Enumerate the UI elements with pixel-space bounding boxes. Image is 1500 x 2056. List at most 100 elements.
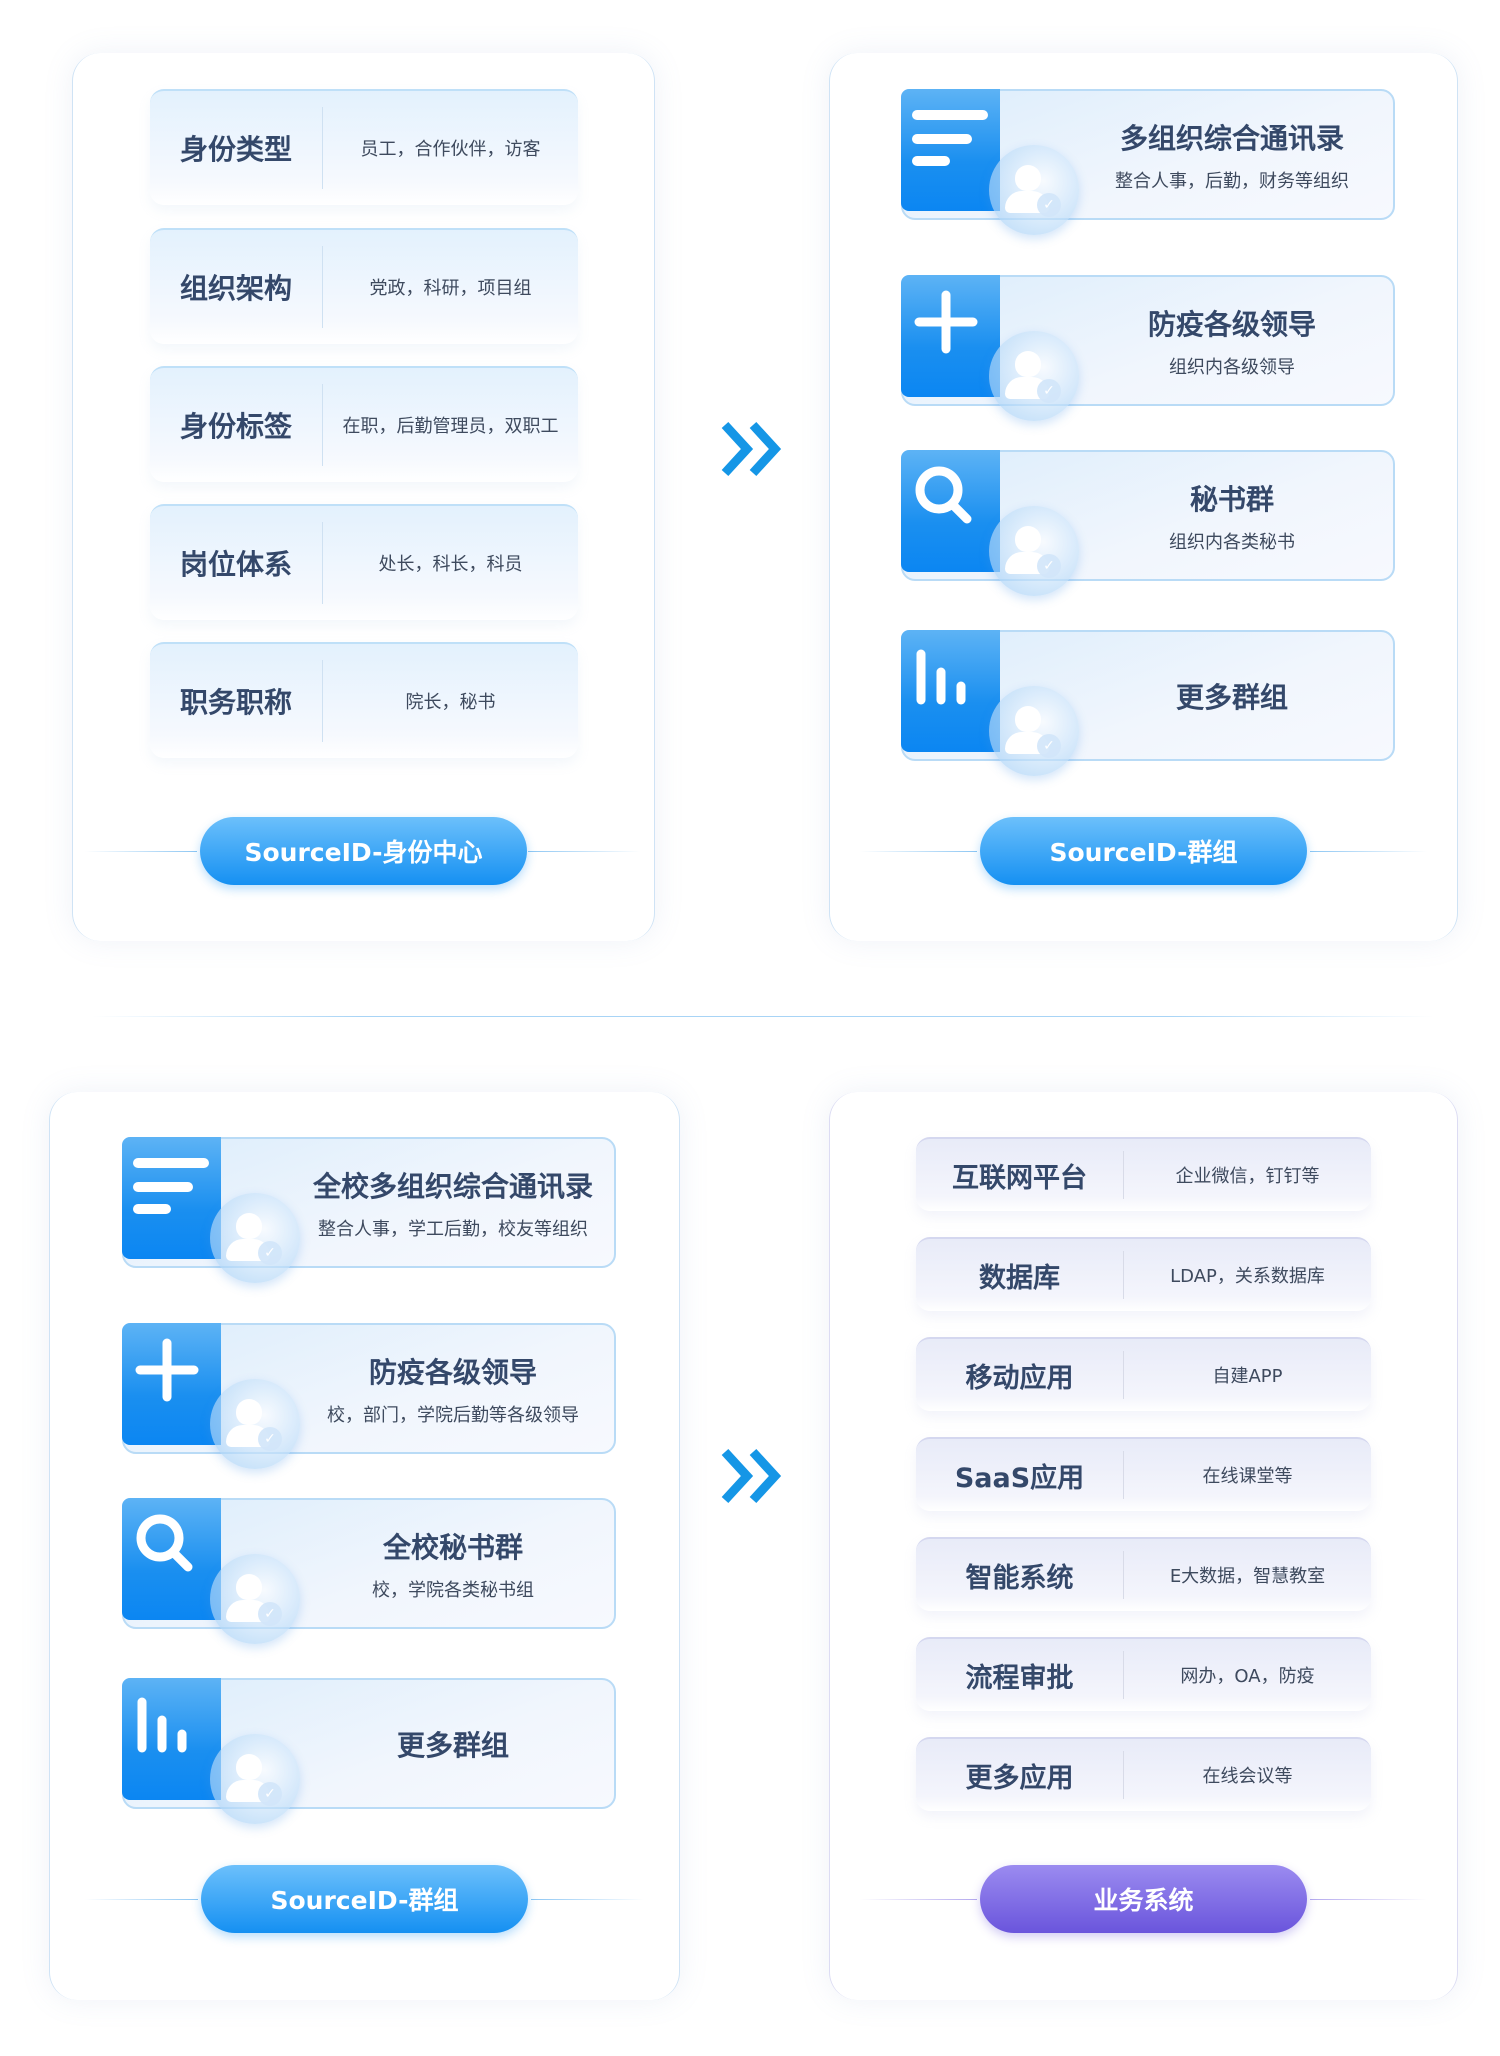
identity-attribute-card: 职务职称 院长，秘书 (150, 642, 578, 758)
check-icon: ✓ (258, 1241, 282, 1265)
divider (1123, 1751, 1124, 1799)
attribute-label: 岗位体系 (179, 548, 292, 581)
list-icon (122, 1137, 221, 1259)
identity-center-title-pill: SourceID-身份中心 (200, 817, 527, 885)
divider (322, 246, 323, 328)
system-desc: 自建APP (1212, 1366, 1283, 1387)
list-icon (901, 89, 1000, 211)
group-title: 更多群组 (1175, 680, 1288, 714)
user-head-icon (236, 1399, 262, 1425)
divider (1123, 1451, 1124, 1499)
group-card: ✓ 多组织综合通讯录 整合人事，后勤，财务等组织 (901, 89, 1395, 235)
system-label: 智能系统 (965, 1562, 1074, 1594)
group-bottom-title-pill: SourceID-群组 (201, 1865, 528, 1933)
business-system-title-pill: 业务系统 (980, 1865, 1307, 1933)
search-icon (122, 1498, 221, 1620)
check-icon: ✓ (1037, 554, 1061, 578)
check-icon: ✓ (258, 1782, 282, 1806)
group-title: 秘书群 (1189, 482, 1274, 516)
divider (1123, 1251, 1124, 1299)
group-title: 多组织综合通讯录 (1119, 121, 1344, 155)
business-system-card: 互联网平台 企业微信，钉钉等 (916, 1137, 1371, 1211)
group-card: ✓ 全校多组织综合通讯录 整合人事，学工后勤，校友等组织 (122, 1137, 616, 1283)
group-title: 防疫各级领导 (368, 1355, 537, 1389)
group-card: ✓ 秘书群 组织内各类秘书 (901, 450, 1395, 596)
pill-line (1310, 1899, 1427, 1900)
group-subtitle: 校，部门，学院后勤等各级领导 (327, 1404, 579, 1426)
user-head-icon (1015, 706, 1041, 732)
user-head-icon (236, 1754, 262, 1780)
user-head-icon (1015, 526, 1041, 552)
system-label: 流程审批 (965, 1662, 1074, 1694)
check-icon: ✓ (258, 1427, 282, 1451)
group-card: ✓ 防疫各级领导 组织内各级领导 (901, 275, 1395, 421)
group-subtitle: 整合人事，学工后勤，校友等组织 (318, 1218, 588, 1240)
check-icon: ✓ (1037, 379, 1061, 403)
divider (322, 107, 323, 189)
business-system-card: 数据库 LDAP，关系数据库 (916, 1237, 1371, 1311)
check-icon: ✓ (1037, 734, 1061, 758)
group-title: 全校多组织综合通讯录 (312, 1169, 593, 1203)
system-desc: LDAP，关系数据库 (1170, 1266, 1325, 1287)
user-head-icon (1015, 165, 1041, 191)
group-card: ✓ 更多群组 (122, 1678, 616, 1824)
attribute-label: 身份标签 (179, 410, 292, 443)
user-head-icon (236, 1213, 262, 1239)
system-desc: 网办，OA，防疫 (1180, 1666, 1315, 1687)
business-system-card: 流程审批 网办，OA，防疫 (916, 1637, 1371, 1711)
system-label: 更多应用 (965, 1762, 1074, 1794)
bar-chart-icon (901, 630, 1000, 752)
attribute-desc: 员工，合作伙伴，访客 (360, 139, 541, 160)
group-title: 防疫各级领导 (1147, 307, 1316, 341)
bar-chart-icon (122, 1678, 221, 1800)
attribute-label: 职务职称 (179, 686, 292, 719)
identity-attribute-card: 岗位体系 处长，科长，科员 (150, 504, 578, 620)
system-desc: E大数据，智慧教室 (1169, 1566, 1326, 1587)
identity-attribute-card: 身份标签 在职，后勤管理员，双职工 (150, 366, 578, 482)
business-system-card: 更多应用 在线会议等 (916, 1737, 1371, 1811)
double-chevron-right-icon (721, 1448, 782, 1504)
attribute-desc: 院长，秘书 (405, 692, 496, 713)
identity-attribute-card: 身份类型 员工，合作伙伴，访客 (150, 89, 578, 205)
pill-line (528, 851, 640, 852)
group-subtitle: 组织内各级领导 (1169, 356, 1295, 378)
group-subtitle: 校，学院各类秘书组 (372, 1579, 534, 1601)
double-chevron-right-icon (721, 421, 782, 477)
divider (322, 384, 323, 466)
system-desc: 企业微信，钉钉等 (1175, 1166, 1320, 1187)
pill-line (531, 1899, 644, 1900)
divider (1123, 1551, 1124, 1599)
pill-line (85, 851, 197, 852)
system-desc: 在线会议等 (1202, 1766, 1293, 1787)
group-subtitle: 整合人事，后勤，财务等组织 (1115, 170, 1349, 192)
user-head-icon (1015, 351, 1041, 377)
divider (322, 522, 323, 604)
group-top-title-pill: SourceID-群组 (980, 817, 1307, 885)
system-desc: 在线课堂等 (1202, 1466, 1293, 1487)
business-system-card: 移动应用 自建APP (916, 1337, 1371, 1411)
group-card: ✓ 防疫各级领导 校，部门，学院后勤等各级领导 (122, 1323, 616, 1469)
divider (1123, 1151, 1124, 1199)
business-system-card: SaaS应用 在线课堂等 (916, 1437, 1371, 1511)
pill-line (85, 1899, 198, 1900)
divider (1123, 1351, 1124, 1399)
pill-line (860, 851, 977, 852)
attribute-label: 组织架构 (179, 272, 292, 305)
pill-line (860, 1899, 977, 1900)
divider (1123, 1651, 1124, 1699)
business-system-card: 智能系统 E大数据，智慧教室 (916, 1537, 1371, 1611)
system-label: SaaS应用 (954, 1462, 1085, 1494)
group-card: ✓ 更多群组 (901, 630, 1395, 776)
pill-line (1310, 851, 1427, 852)
group-card: ✓ 全校秘书群 校，学院各类秘书组 (122, 1498, 616, 1644)
attribute-label: 身份类型 (179, 133, 292, 166)
system-label: 互联网平台 (952, 1162, 1087, 1194)
attribute-desc: 在职，后勤管理员，双职工 (342, 416, 559, 437)
user-head-icon (236, 1574, 262, 1600)
divider (322, 660, 323, 742)
group-subtitle: 组织内各类秘书 (1169, 531, 1295, 553)
check-icon: ✓ (1037, 193, 1061, 217)
system-label: 数据库 (979, 1262, 1060, 1294)
identity-attribute-card: 组织架构 党政，科研，项目组 (150, 228, 578, 344)
system-label: 移动应用 (965, 1362, 1074, 1394)
